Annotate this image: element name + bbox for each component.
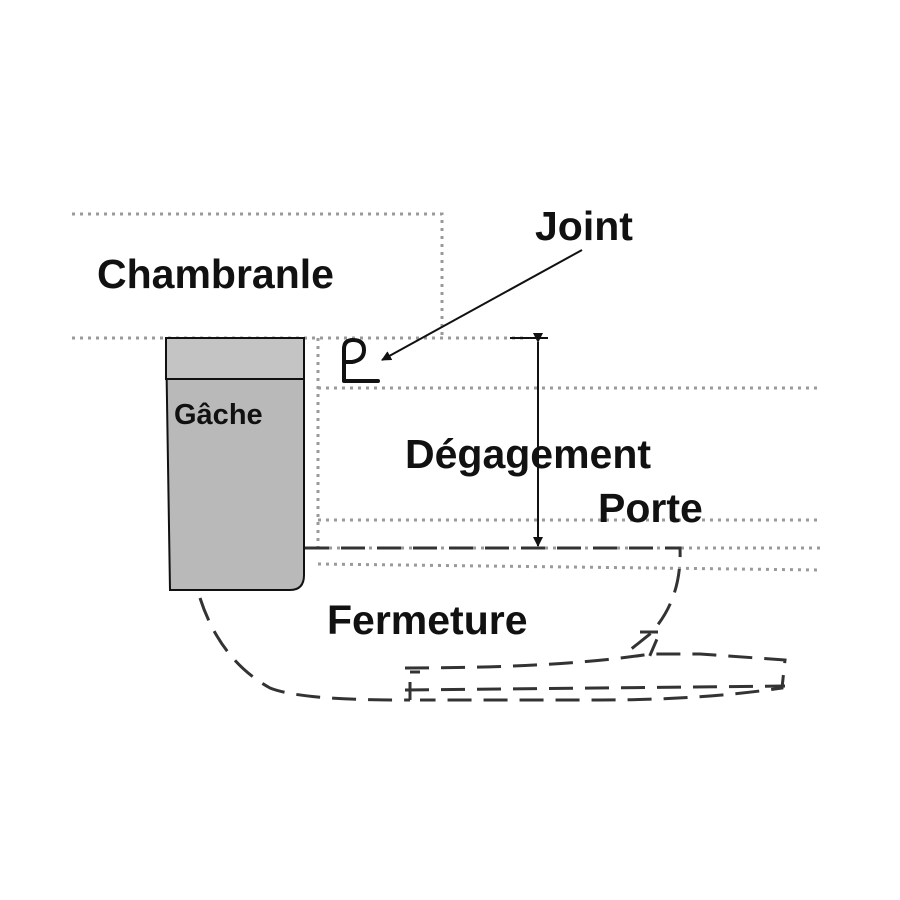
label-joint: Joint	[535, 203, 633, 249]
joint-seal-symbol	[342, 338, 380, 383]
joint-leader-arrow	[381, 249, 583, 361]
label-porte: Porte	[598, 485, 703, 531]
label-gache: Gâche	[174, 399, 263, 431]
label-chambranle: Chambranle	[97, 251, 334, 297]
label-degagement: Dégagement	[405, 431, 651, 477]
clearance-dimension-arrow	[510, 333, 548, 547]
label-fermeture: Fermeture	[327, 597, 528, 643]
gache-block	[164, 337, 305, 591]
fermeture-latch-outline	[198, 546, 787, 702]
